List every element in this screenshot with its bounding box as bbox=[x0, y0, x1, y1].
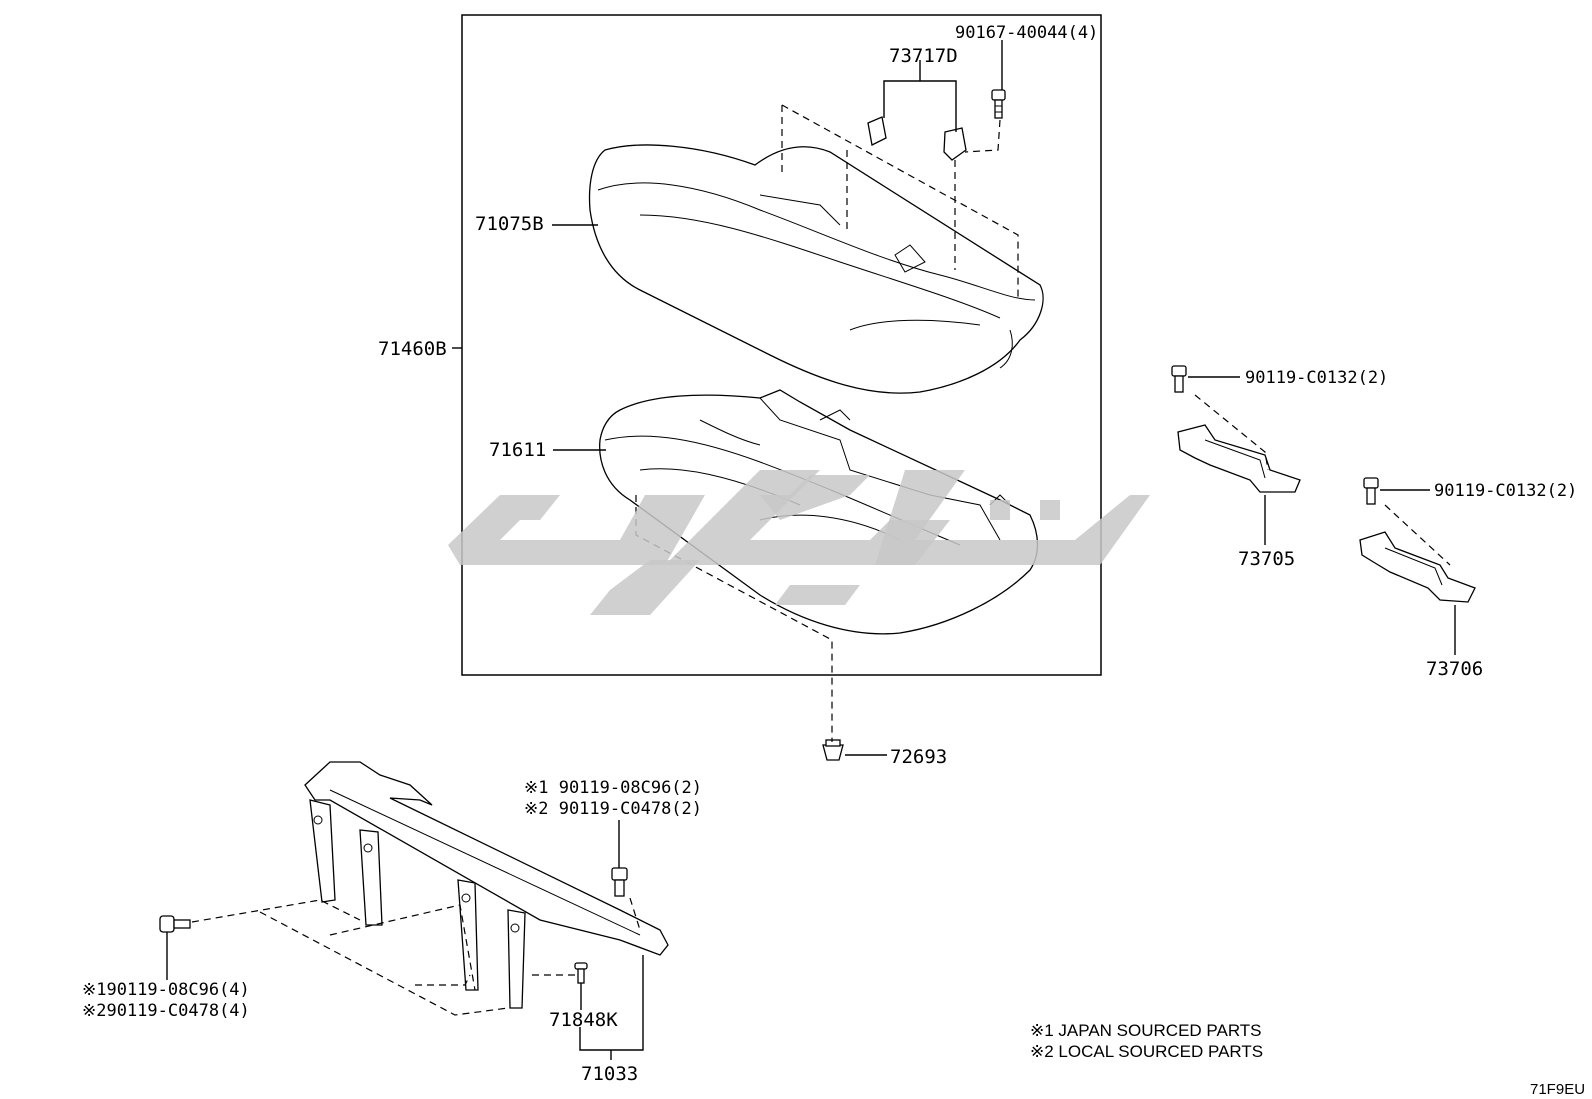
label-71033: 71033 bbox=[581, 1063, 638, 1085]
note-japan-sourced: ※1 JAPAN SOURCED PARTS bbox=[1030, 1021, 1262, 1040]
label-90119-08c96-2: ※1 90119-08C96(2) bbox=[524, 778, 702, 798]
bolt-90119-a-icon[interactable] bbox=[1171, 365, 1187, 393]
leader-lines bbox=[166, 40, 1456, 1060]
label-71075b: 71075B bbox=[475, 213, 544, 235]
label-90119-c0478-4: ※290119-C0478(4) bbox=[82, 1001, 250, 1021]
label-90119-c0132-a: 90119-C0132(2) bbox=[1245, 368, 1388, 388]
hinge-73705[interactable] bbox=[1177, 424, 1301, 493]
pin-71848k-icon[interactable] bbox=[574, 962, 588, 984]
label-90167-40044: 90167-40044(4) bbox=[955, 23, 1098, 43]
label-90119-c0132-b: 90119-C0132(2) bbox=[1434, 481, 1577, 501]
bolt-90119-b-icon[interactable] bbox=[1363, 477, 1379, 505]
clip-72693-icon[interactable] bbox=[822, 739, 844, 761]
seat-cushion-cover[interactable] bbox=[588, 144, 1044, 394]
clip-73717d-b[interactable] bbox=[943, 127, 967, 161]
seat-frame-71033[interactable] bbox=[304, 761, 669, 1009]
bolt-90119-upper-icon[interactable] bbox=[611, 867, 628, 897]
label-73705: 73705 bbox=[1238, 548, 1295, 570]
hinge-73706[interactable] bbox=[1359, 531, 1476, 603]
label-73717d: 73717D bbox=[889, 45, 958, 67]
assembly-frame bbox=[461, 14, 1102, 676]
label-73706: 73706 bbox=[1426, 658, 1483, 680]
label-71611: 71611 bbox=[489, 439, 546, 461]
label-71848k: 71848K bbox=[549, 1009, 618, 1031]
bolt-90119-left-icon[interactable] bbox=[159, 915, 191, 933]
label-71460b: 71460B bbox=[378, 338, 447, 360]
label-90119-08c96-4: ※190119-08C96(4) bbox=[82, 980, 250, 1000]
label-90119-c0478-2: ※2 90119-C0478(2) bbox=[524, 799, 702, 819]
label-72693: 72693 bbox=[890, 746, 947, 768]
watermark-logo bbox=[448, 470, 1150, 615]
assembly-dashed-lines bbox=[191, 104, 1451, 1016]
figure-code: 71F9EU bbox=[1530, 1081, 1585, 1098]
bolt-90167-icon[interactable] bbox=[991, 89, 1006, 119]
clip-73717d-a[interactable] bbox=[867, 116, 887, 146]
note-local-sourced: ※2 LOCAL SOURCED PARTS bbox=[1030, 1042, 1263, 1061]
